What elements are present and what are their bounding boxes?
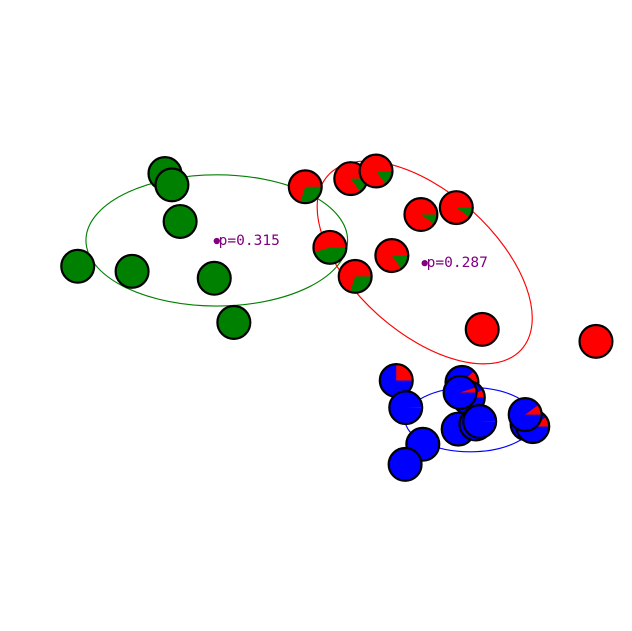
center-marker-green	[213, 237, 220, 245]
node-outline	[287, 169, 323, 205]
node-fill	[465, 312, 499, 346]
node-outline	[312, 229, 348, 265]
node-outline	[442, 374, 478, 410]
node-outline	[438, 190, 474, 226]
node-outline	[464, 311, 500, 347]
node-fill	[443, 376, 477, 409]
pie-slice	[460, 387, 477, 393]
node-outline	[388, 390, 424, 426]
node-green	[154, 167, 190, 203]
node-red	[287, 169, 323, 205]
node-green	[196, 260, 232, 296]
node-fill	[61, 249, 95, 283]
pie-slice	[405, 407, 423, 408]
node-outline	[462, 403, 498, 440]
pie-slice	[525, 404, 542, 415]
pie-slice	[479, 420, 497, 422]
node-green	[60, 248, 96, 284]
node-outline	[162, 203, 198, 239]
node-green	[114, 253, 150, 289]
node-blue	[387, 446, 423, 482]
node-outline	[60, 248, 96, 284]
node-blue	[442, 374, 478, 410]
node-outline	[507, 397, 543, 433]
node-fill	[439, 191, 473, 225]
pie-slice	[420, 214, 438, 225]
node-fill	[197, 261, 231, 295]
node-blue	[462, 403, 498, 440]
node-outline	[578, 323, 614, 359]
node-fill	[115, 254, 149, 288]
node-outline	[196, 260, 232, 296]
node-red	[374, 238, 410, 274]
node-outline	[374, 238, 410, 274]
node-red	[464, 311, 500, 347]
node-fill	[579, 324, 613, 358]
node-fill	[155, 168, 189, 202]
node-outline	[358, 153, 394, 189]
node-fill	[508, 398, 542, 431]
node-blue	[388, 390, 424, 426]
pie-slice	[300, 186, 322, 204]
node-red	[578, 323, 614, 359]
node-red	[312, 229, 348, 265]
node-outline	[403, 197, 439, 233]
node-red	[438, 190, 474, 226]
node-fill	[388, 448, 422, 481]
pie-slice	[456, 207, 473, 218]
pie-slice	[396, 364, 413, 381]
node-outline	[216, 304, 252, 340]
node-red	[358, 153, 394, 189]
node-green	[162, 203, 198, 239]
ellipse-green	[85, 174, 349, 307]
pie-slice	[314, 247, 347, 264]
p-label-green: p=0.315	[219, 233, 280, 249]
pie-slice	[350, 276, 372, 293]
node-red	[337, 258, 373, 294]
p-label-red: p=0.287	[427, 255, 488, 271]
node-red	[403, 197, 439, 233]
node-green	[216, 304, 252, 340]
node-fill	[163, 205, 197, 238]
node-blue	[507, 397, 543, 433]
node-fill	[217, 306, 251, 339]
node-outline	[387, 446, 423, 482]
node-outline	[337, 258, 373, 294]
node-outline	[154, 167, 190, 203]
node-outline	[405, 426, 441, 462]
node-outline	[114, 253, 150, 289]
center-marker-red	[421, 259, 428, 267]
